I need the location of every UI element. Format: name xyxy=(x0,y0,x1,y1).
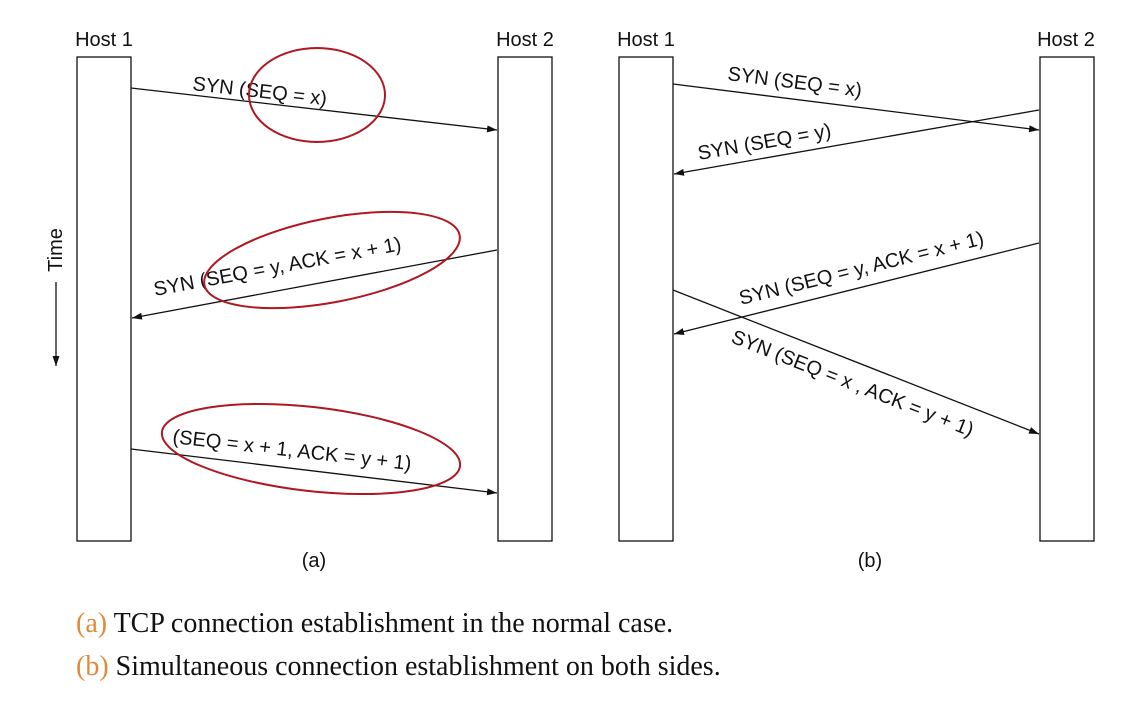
tcp-handshake-diagram: Host 1 Host 2 Time SYN (SEQ = x) SYN (SE… xyxy=(45,29,1095,572)
panel-b-syn-ack-from-host1-arrow xyxy=(672,289,1040,435)
panel-b-syn-ack-from-host2-label: SYN (SEQ = y, ACK = x + 1) xyxy=(737,228,986,310)
panel-b-syn-ack-from-host1-label: SYN (SEQ = x , ACK = y + 1) xyxy=(728,326,977,441)
panel-a-ack-highlight xyxy=(160,402,462,496)
panel-a-host2-timeline xyxy=(497,56,553,542)
panel-b-syn-x-label: SYN (SEQ = x) xyxy=(726,63,863,102)
panel-b-host1-label: Host 1 xyxy=(617,29,675,51)
panel-a-host1-timeline xyxy=(76,56,132,542)
panel-b-syn-x-arrow xyxy=(672,83,1040,133)
caption-a: (a) TCP connection establishment in the … xyxy=(76,608,673,640)
caption-b-tag: (b) xyxy=(76,651,109,682)
panel-a-syn-arrow xyxy=(130,87,498,133)
panel-b-syn-ack-from-host2-arrow xyxy=(673,242,1040,335)
panel-a-syn-highlight xyxy=(248,47,386,143)
caption-a-tag: (a) xyxy=(76,608,108,639)
caption-b: (b) Simultaneous connection establishmen… xyxy=(76,651,721,683)
caption-a-text: TCP connection establishment in the norm… xyxy=(113,608,674,639)
time-axis-label: Time xyxy=(45,228,67,272)
panel-b-host1-timeline xyxy=(618,56,674,542)
panel-a-host1-label: Host 1 xyxy=(75,29,133,51)
panel-a-syn-label: SYN (SEQ = x) xyxy=(191,73,328,110)
panel-b-host2-timeline xyxy=(1039,56,1095,542)
caption-b-text: Simultaneous connection establishment on… xyxy=(115,651,721,682)
panel-a-syn-ack-highlight xyxy=(203,210,461,310)
panel-b: Host 1 Host 2 SYN (SEQ = x) SYN (SEQ = y… xyxy=(617,29,1095,572)
panel-b-host2-label: Host 2 xyxy=(1037,29,1095,51)
panel-a: Host 1 Host 2 Time SYN (SEQ = x) SYN (SE… xyxy=(45,29,554,572)
panel-a-syn-ack-arrow xyxy=(131,249,498,320)
panel-a-tag: (a) xyxy=(302,550,326,572)
time-axis: Time xyxy=(45,228,67,366)
panel-b-syn-y-arrow xyxy=(673,109,1040,176)
panel-b-tag: (b) xyxy=(858,550,882,572)
panel-a-host2-label: Host 2 xyxy=(496,29,554,51)
